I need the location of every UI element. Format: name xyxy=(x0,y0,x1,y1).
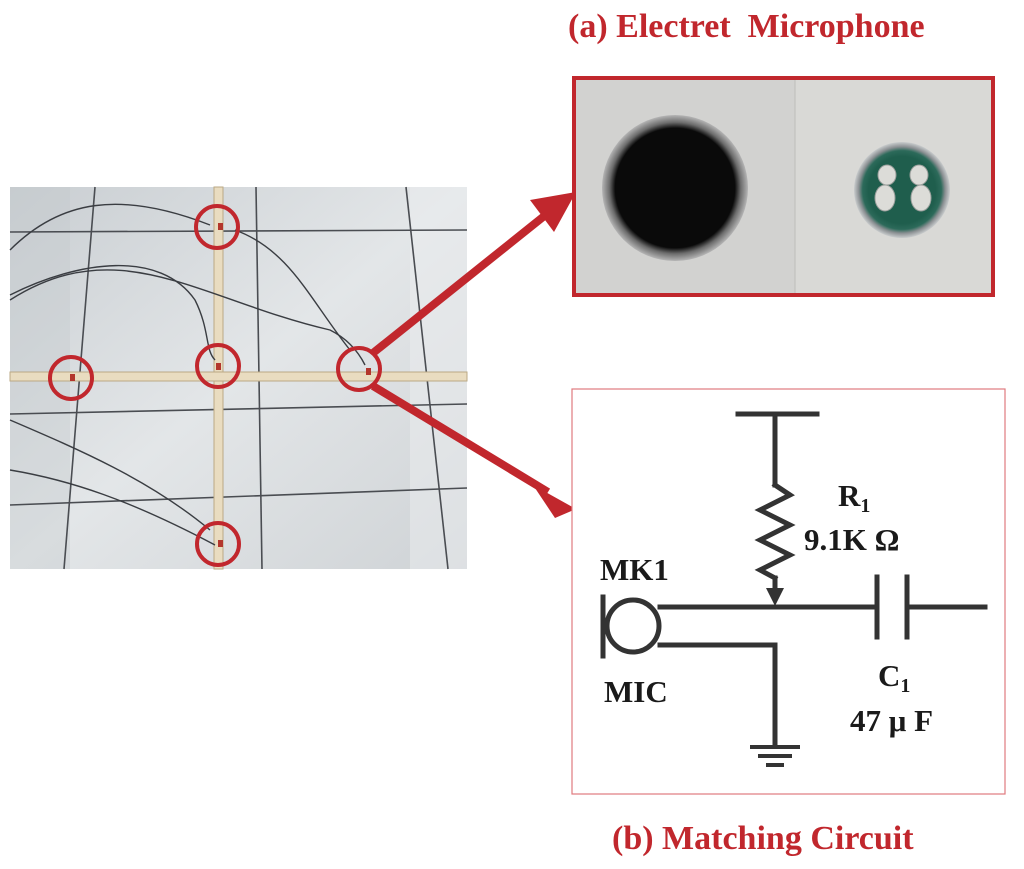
mic-marker-top xyxy=(218,223,223,230)
mic-marker-bottom xyxy=(218,540,223,547)
resistor-value: 9.1K Ω xyxy=(804,522,899,557)
capacitor-label: C1 xyxy=(878,658,910,697)
photo-frame xyxy=(572,76,995,297)
mic-marker-right xyxy=(366,368,371,375)
matching-circuit-diagram: R1 9.1K Ω MK1 MIC C1 47 μ F xyxy=(571,388,1006,795)
electret-microphone-photo xyxy=(572,76,995,297)
microphone-back-view xyxy=(854,142,950,238)
arrow-to-microphone-photo xyxy=(370,192,576,357)
mic-circle-bottom xyxy=(195,521,241,567)
node-arrow xyxy=(766,588,784,606)
mic-highlight-circles xyxy=(48,204,382,567)
mic-type-label: MIC xyxy=(604,674,668,709)
ground-symbol xyxy=(750,745,800,767)
mic-marker-left xyxy=(70,374,75,381)
resistor-symbol xyxy=(754,481,796,582)
mic-marker-center xyxy=(216,363,221,370)
mic-circle-top xyxy=(194,204,240,250)
caption-matching-circuit: (b) Matching Circuit xyxy=(612,820,914,857)
microphone-symbol xyxy=(604,597,662,655)
mic-circle-left xyxy=(48,355,94,401)
mic-name-label: MK1 xyxy=(600,552,669,587)
capacitor-value: 47 μ F xyxy=(850,703,933,738)
microphone-front-view xyxy=(602,115,748,261)
cables xyxy=(9,203,366,546)
circuit-frame xyxy=(571,388,1006,795)
resistor-label: R1 xyxy=(838,478,870,517)
caption-electret-microphone: (a) Electret Microphone xyxy=(568,8,925,45)
mic-circle-right xyxy=(336,346,382,392)
arrow-to-matching-circuit xyxy=(370,382,576,518)
mic-circle-center xyxy=(195,343,241,389)
floor-photo xyxy=(9,186,468,570)
